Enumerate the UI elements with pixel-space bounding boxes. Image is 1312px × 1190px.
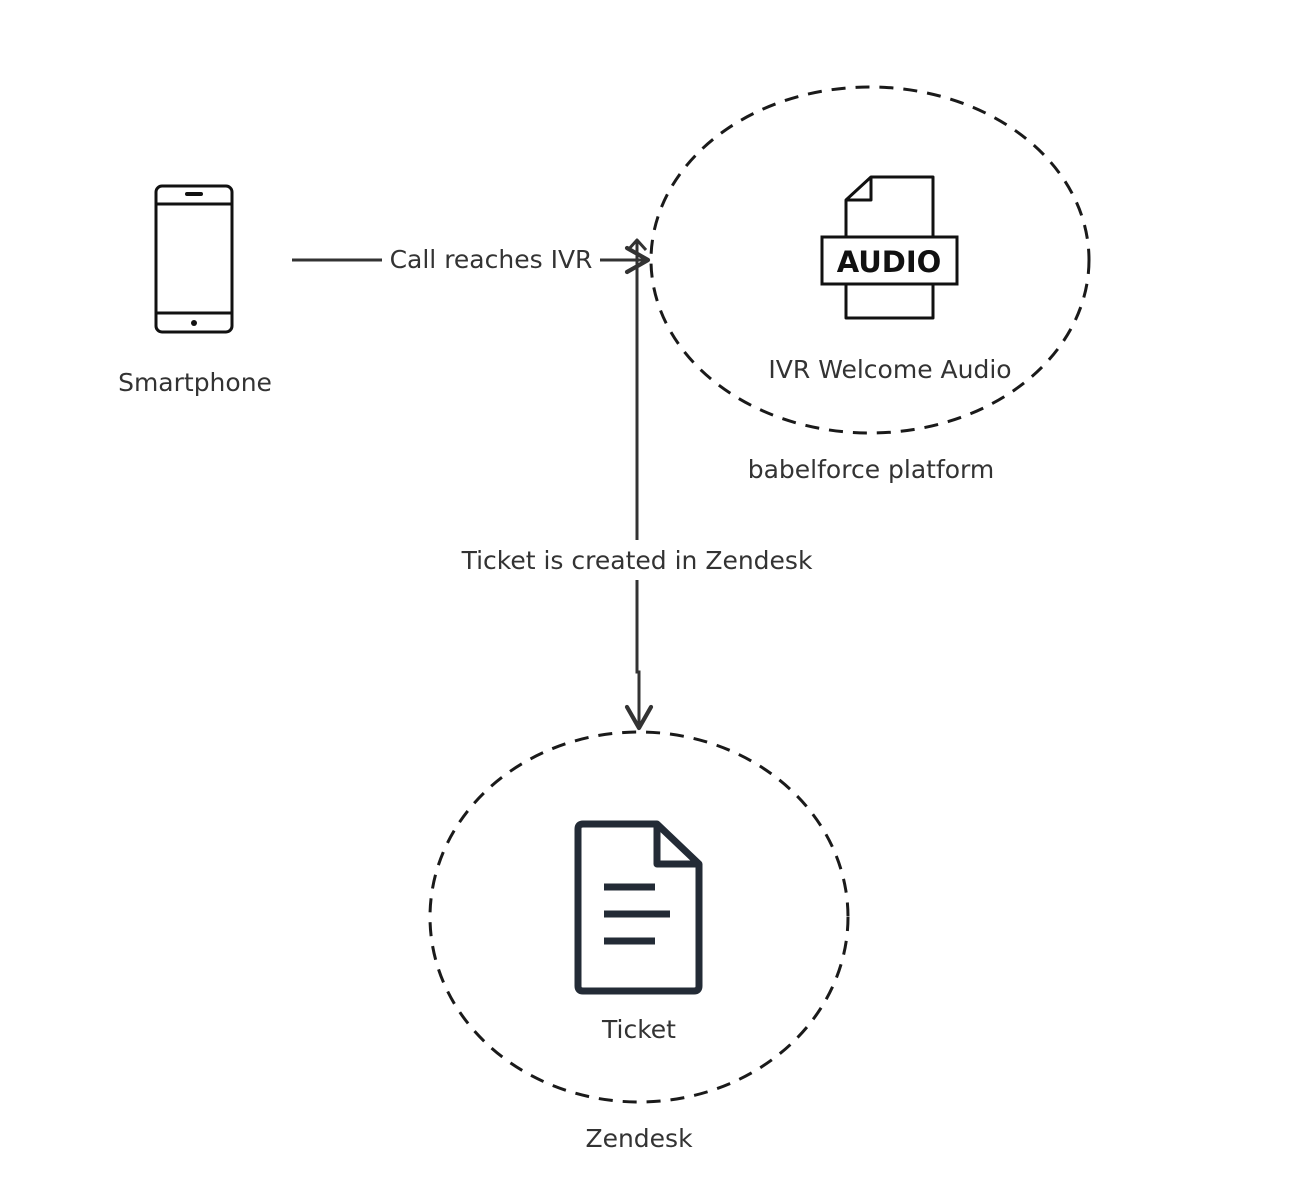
ticket-label: Ticket bbox=[602, 1015, 676, 1044]
zendesk-group bbox=[428, 730, 850, 1104]
babelforce-platform-group bbox=[649, 85, 1091, 435]
babelforce-platform-label: babelforce platform bbox=[747, 455, 995, 484]
document-icon bbox=[574, 820, 703, 995]
ticket-created-edge bbox=[624, 238, 654, 731]
audio-file-icon: AUDIO bbox=[820, 175, 959, 320]
ivr-welcome-audio-label: IVR Welcome Audio bbox=[768, 355, 1012, 384]
ticket-created-label: Ticket is created in Zendesk bbox=[457, 546, 817, 576]
smartphone-label: Smartphone bbox=[118, 368, 272, 397]
call-reaches-ivr-label: Call reaches IVR bbox=[389, 245, 593, 274]
smartphone-icon bbox=[154, 184, 234, 334]
zendesk-label: Zendesk bbox=[585, 1124, 693, 1153]
audio-badge-text: AUDIO bbox=[837, 245, 942, 279]
